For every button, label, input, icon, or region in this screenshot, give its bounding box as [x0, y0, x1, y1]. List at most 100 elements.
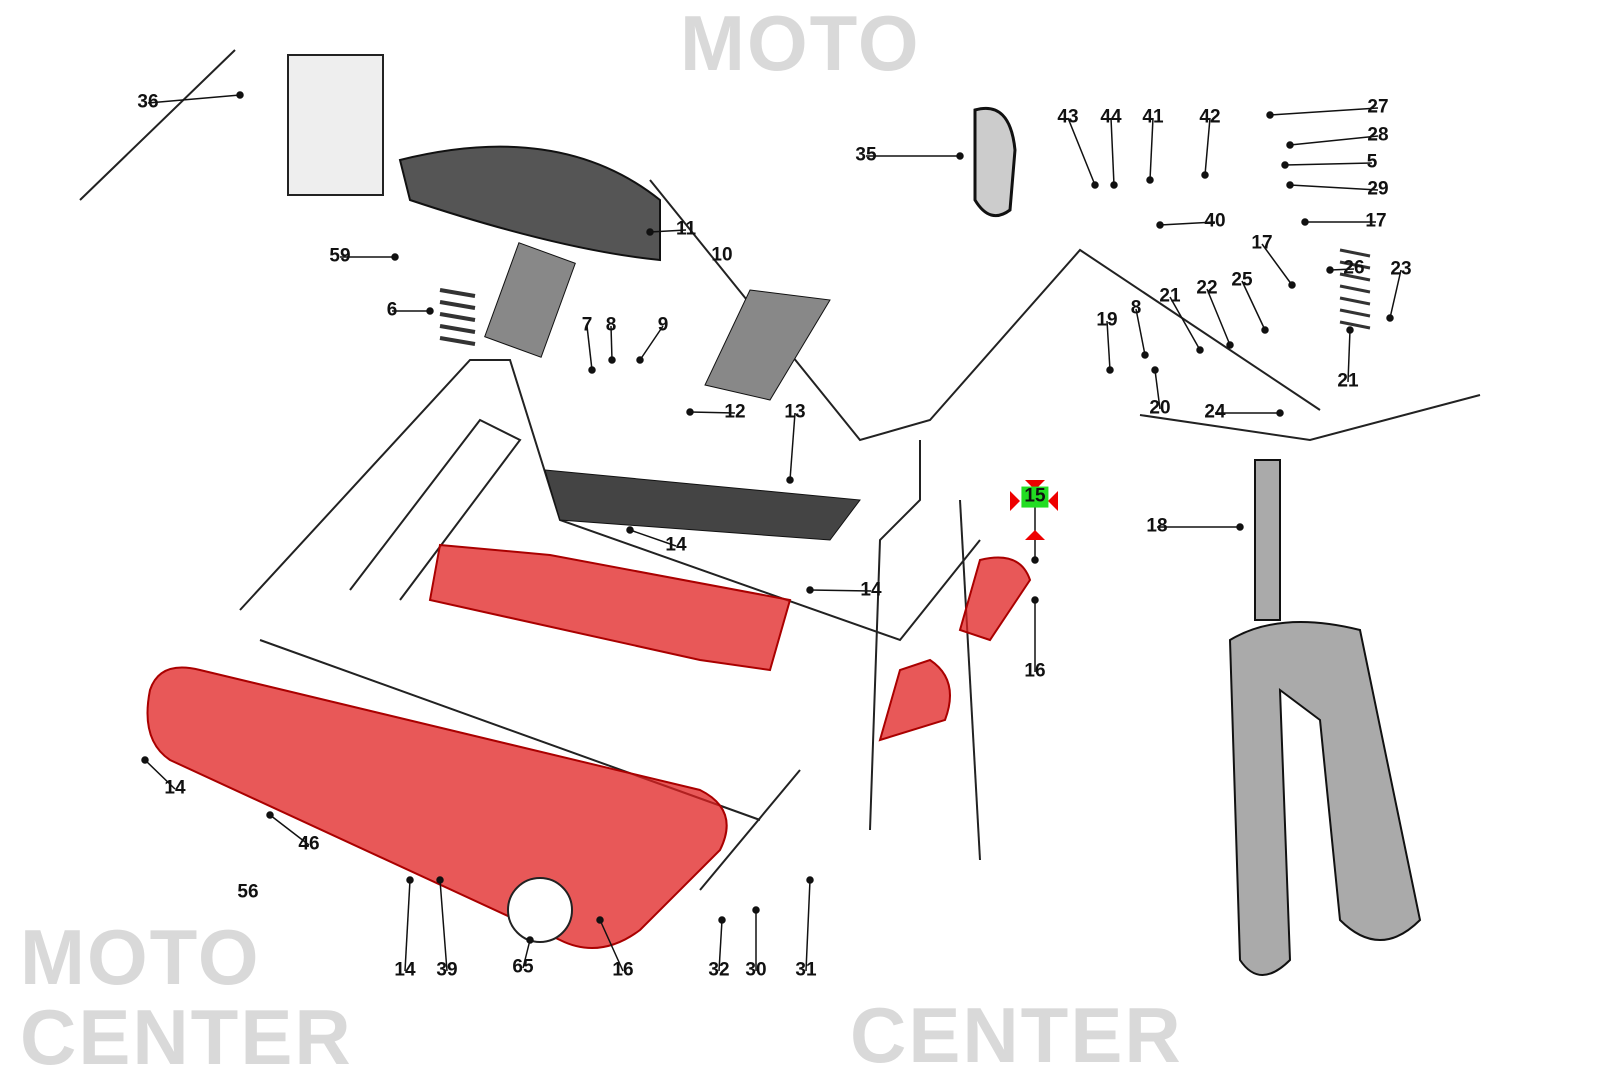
leader-dot [406, 876, 414, 884]
leader-line-28 [1289, 135, 1379, 146]
part-label-14[interactable]: 14 [860, 579, 882, 601]
leader-line-43 [1067, 117, 1096, 186]
part-label-36[interactable]: 36 [137, 91, 159, 113]
leader-line-36 [147, 94, 241, 104]
part-label-41[interactable]: 41 [1142, 106, 1164, 128]
part-label-26[interactable]: 26 [1343, 257, 1365, 279]
highlighted-covers [146, 543, 1032, 949]
part-label-11[interactable]: 11 [675, 218, 697, 240]
leader-dot [1031, 556, 1039, 564]
part-label-56[interactable]: 56 [237, 881, 259, 903]
part-label-44[interactable]: 44 [1100, 106, 1122, 128]
leader-dot [1091, 181, 1099, 189]
part-label-20[interactable]: 20 [1149, 397, 1171, 419]
part-label-12[interactable]: 12 [724, 401, 746, 423]
part-label-28[interactable]: 28 [1367, 124, 1389, 146]
leader-dot [786, 476, 794, 484]
leader-line-13 [789, 412, 796, 481]
leader-line-5 [1284, 162, 1373, 166]
leader-line-14 [144, 759, 176, 790]
part-label-32[interactable]: 32 [708, 959, 730, 981]
leader-line-8 [1135, 308, 1146, 356]
part-label-43[interactable]: 43 [1057, 106, 1079, 128]
part-label-21[interactable]: 21 [1337, 370, 1359, 392]
part-label-13[interactable]: 13 [784, 401, 806, 423]
part-label-46[interactable]: 46 [298, 833, 320, 855]
mirror-35 [973, 107, 1017, 218]
part-label-31[interactable]: 31 [795, 959, 817, 981]
part-label-10[interactable]: 10 [711, 244, 733, 266]
leader-dot [752, 906, 760, 914]
part-label-14[interactable]: 14 [665, 534, 687, 556]
leader-dot [1156, 221, 1164, 229]
part-label-23[interactable]: 23 [1390, 258, 1412, 280]
leader-dot [426, 307, 434, 315]
part-label-17[interactable]: 17 [1365, 210, 1387, 232]
leader-line-46 [269, 814, 310, 846]
leader-dot [1261, 326, 1269, 334]
leader-line-12 [689, 411, 736, 414]
part-label-17[interactable]: 17 [1251, 232, 1273, 254]
part-label-27[interactable]: 27 [1367, 96, 1389, 118]
leader-line-20 [1154, 369, 1161, 410]
manual-booklet [287, 54, 384, 196]
part-label-29[interactable]: 29 [1367, 178, 1389, 200]
leader-line-31 [805, 879, 811, 972]
leader-line-22 [1206, 288, 1231, 346]
part-label-40[interactable]: 40 [1204, 210, 1226, 232]
part-label-8[interactable]: 8 [1130, 297, 1142, 319]
leader-dot [391, 253, 399, 261]
part-label-24[interactable]: 24 [1204, 401, 1226, 423]
part-label-19[interactable]: 19 [1096, 309, 1118, 331]
part-label-14[interactable]: 14 [164, 777, 186, 799]
leader-dot [1201, 171, 1209, 179]
part-label-39[interactable]: 39 [436, 959, 458, 981]
leader-dot [608, 356, 616, 364]
leader-line-27 [1269, 107, 1379, 116]
leader-dot [1286, 141, 1294, 149]
part-label-5[interactable]: 5 [1366, 151, 1378, 173]
watermark-text: CENTER [20, 993, 353, 1080]
leader-line-39 [439, 879, 448, 972]
seat [398, 145, 661, 358]
leader-line-17 [1261, 243, 1293, 286]
bracket-9 [704, 289, 831, 401]
part-label-22[interactable]: 22 [1196, 277, 1218, 299]
part-label-65[interactable]: 65 [512, 956, 534, 978]
part-label-8[interactable]: 8 [605, 314, 617, 336]
leader-line-29 [1289, 184, 1379, 191]
leader-dot [626, 526, 634, 534]
part-label-59[interactable]: 59 [329, 245, 351, 267]
right-frame-cover-15 [958, 556, 1032, 642]
part-label-35[interactable]: 35 [855, 144, 877, 166]
leader-line-21 [1169, 296, 1201, 351]
leader-line-26 [1329, 268, 1355, 271]
part-label-16[interactable]: 16 [612, 959, 634, 981]
leader-dot [1266, 111, 1274, 119]
part-label-9[interactable]: 9 [657, 314, 669, 336]
leader-lines [141, 91, 1402, 972]
leader-dot [1226, 341, 1234, 349]
part-label-25[interactable]: 25 [1231, 269, 1253, 291]
part-label-15[interactable]: 15 [1021, 486, 1049, 508]
part-label-6[interactable]: 6 [386, 299, 398, 321]
leader-dot [1151, 366, 1159, 374]
leader-dot [236, 91, 244, 99]
part-label-14[interactable]: 14 [394, 959, 416, 981]
right-lower-cover [878, 658, 951, 742]
part-label-7[interactable]: 7 [581, 314, 593, 336]
leader-dot [1031, 596, 1039, 604]
leader-dot [1110, 181, 1118, 189]
part-label-30[interactable]: 30 [745, 959, 767, 981]
leader-line-7 [586, 325, 593, 371]
part-label-16[interactable]: 16 [1024, 660, 1046, 682]
part-label-18[interactable]: 18 [1146, 515, 1168, 537]
part-label-21[interactable]: 21 [1159, 285, 1181, 307]
leader-line-8 [610, 325, 613, 361]
leader-line-65 [522, 939, 531, 969]
leader-dot [1276, 409, 1284, 417]
part-label-42[interactable]: 42 [1199, 106, 1221, 128]
leader-line-23 [1389, 269, 1402, 319]
